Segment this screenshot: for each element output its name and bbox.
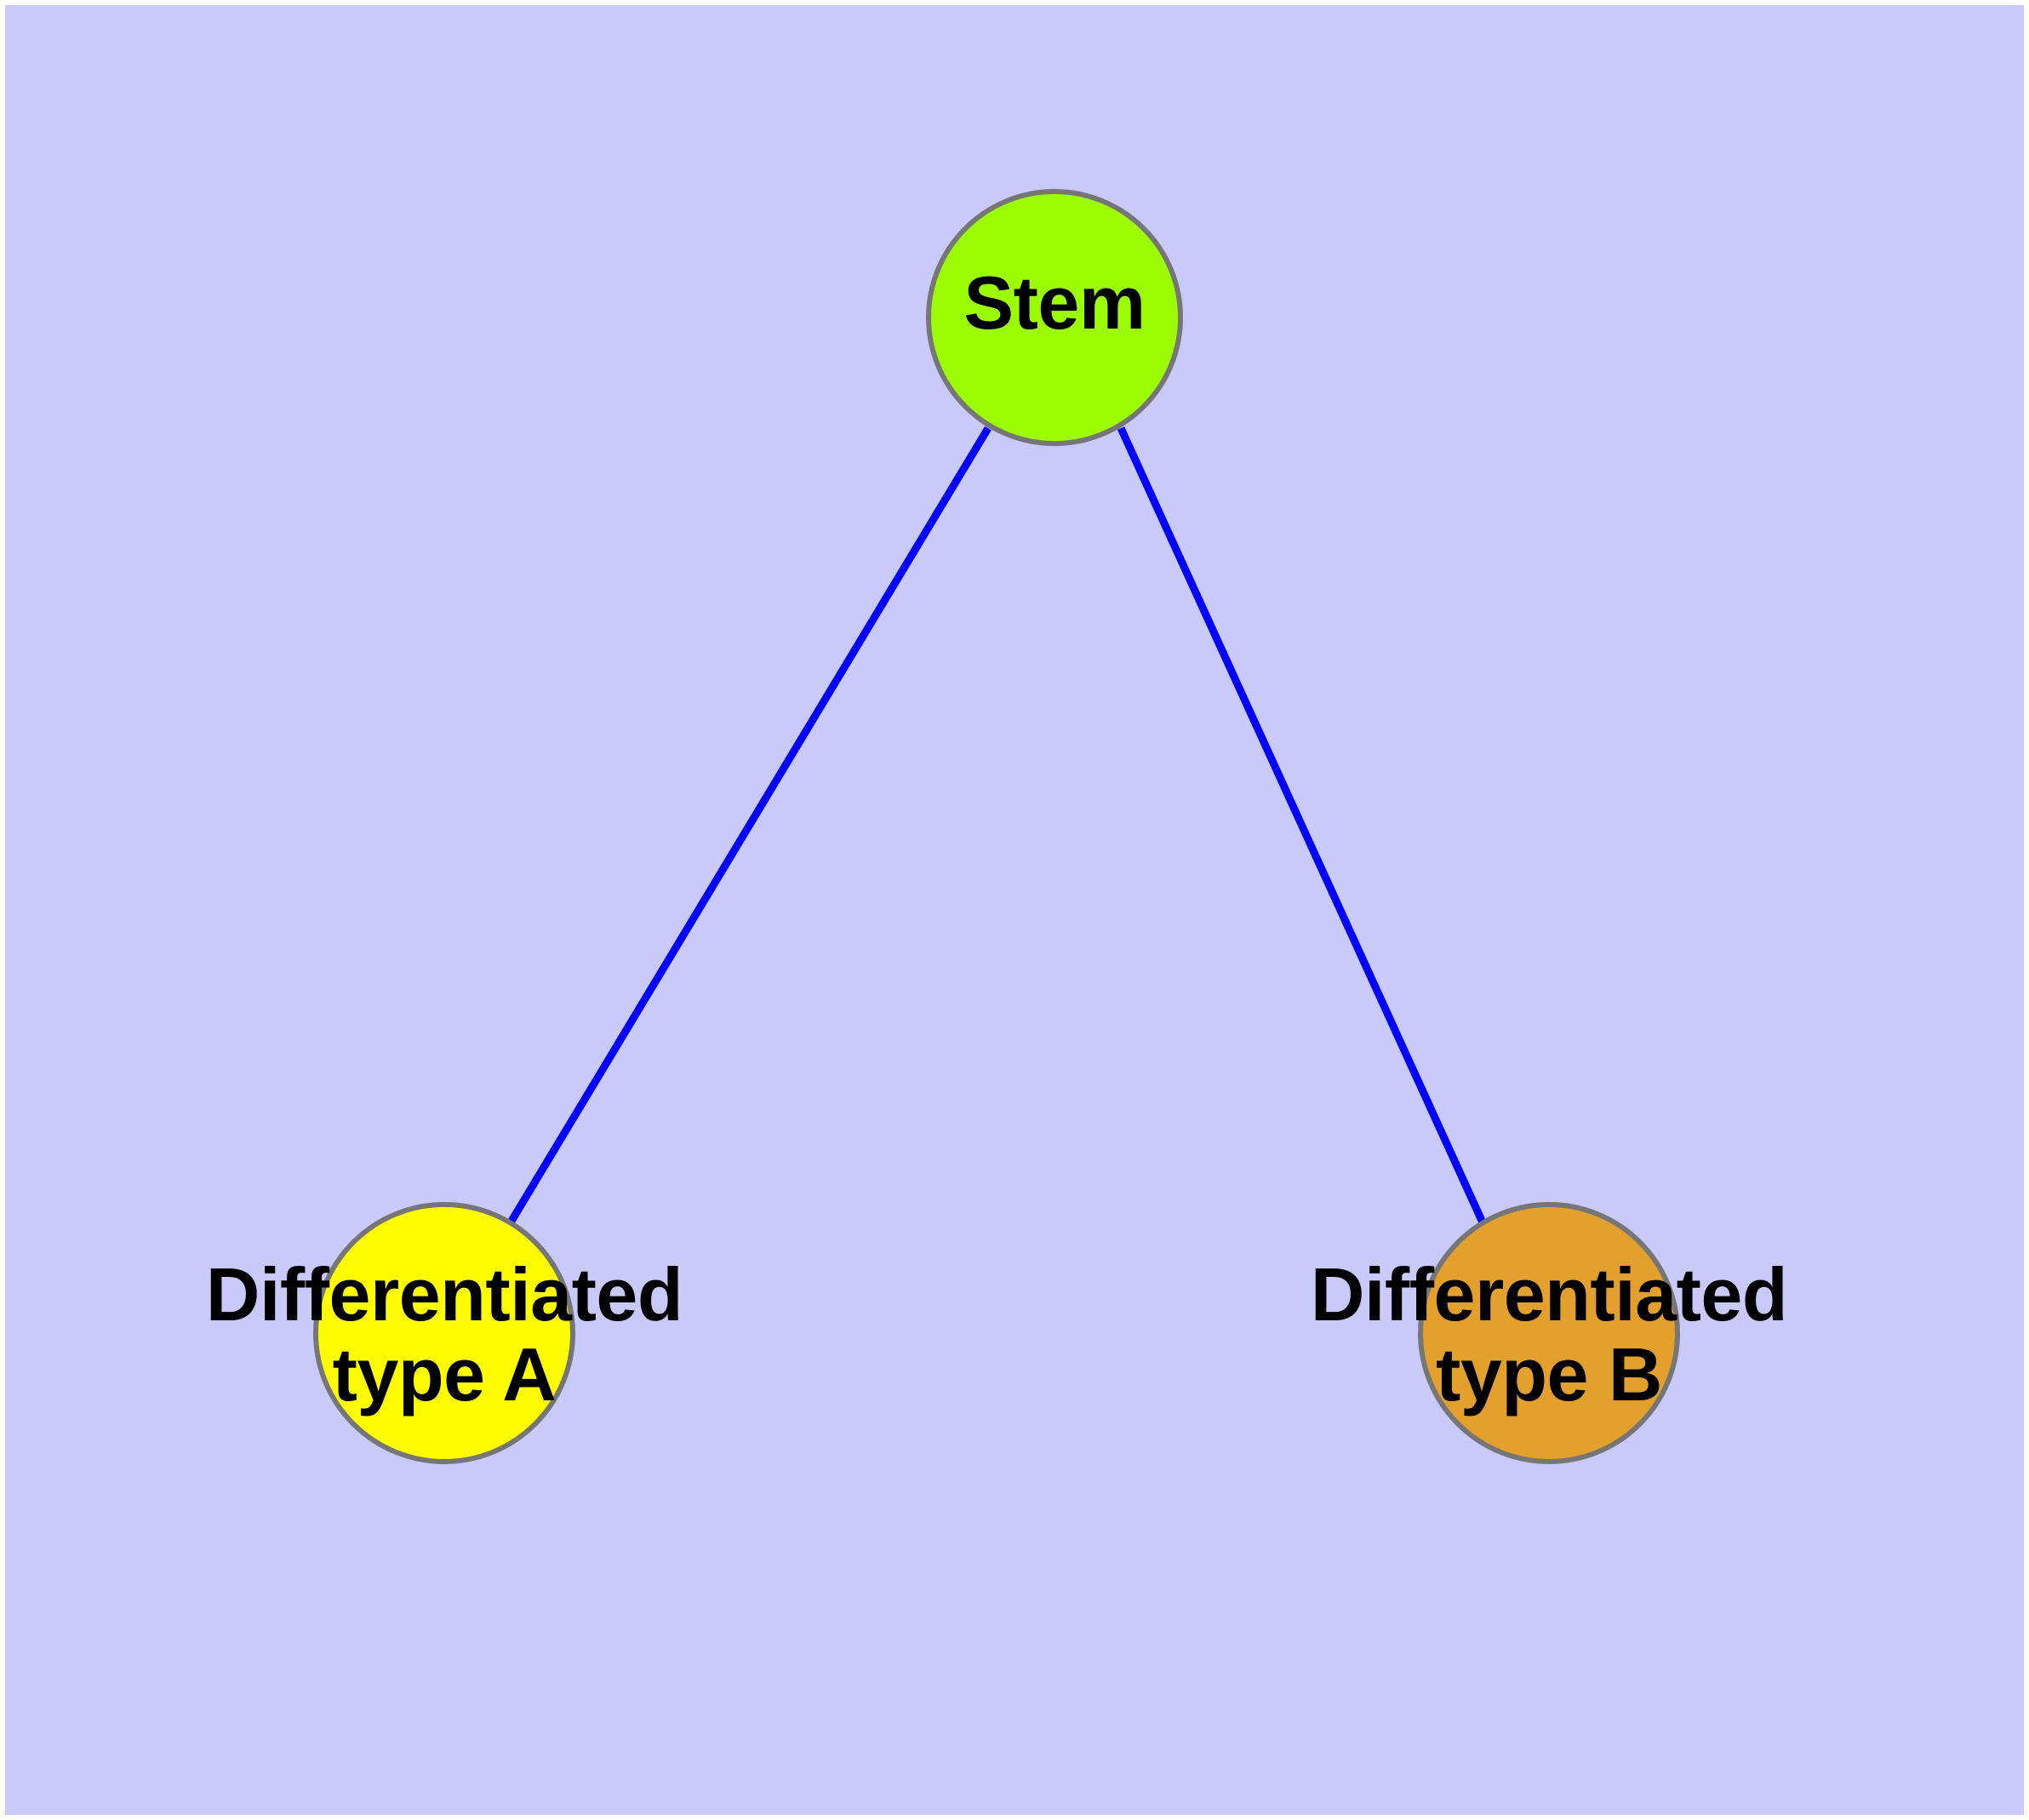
- node-label-line-2: type A: [332, 1332, 557, 1417]
- graph-node-differentiated-type-b[interactable]: [1418, 1202, 1680, 1464]
- node-label-line-1: Differentiated: [1310, 1252, 1788, 1336]
- graph-node-stem[interactable]: [926, 189, 1183, 446]
- edge-stem-to-differentiated-type-b: [1117, 426, 1487, 1224]
- edge-stem-to-differentiated-type-a: [507, 426, 992, 1225]
- node-label-line-2: type B: [1436, 1332, 1662, 1417]
- node-label-stem: Stem: [963, 260, 1146, 345]
- node-label-line-1: Differentiated: [205, 1252, 683, 1336]
- graph-node-differentiated-type-a[interactable]: [313, 1202, 575, 1464]
